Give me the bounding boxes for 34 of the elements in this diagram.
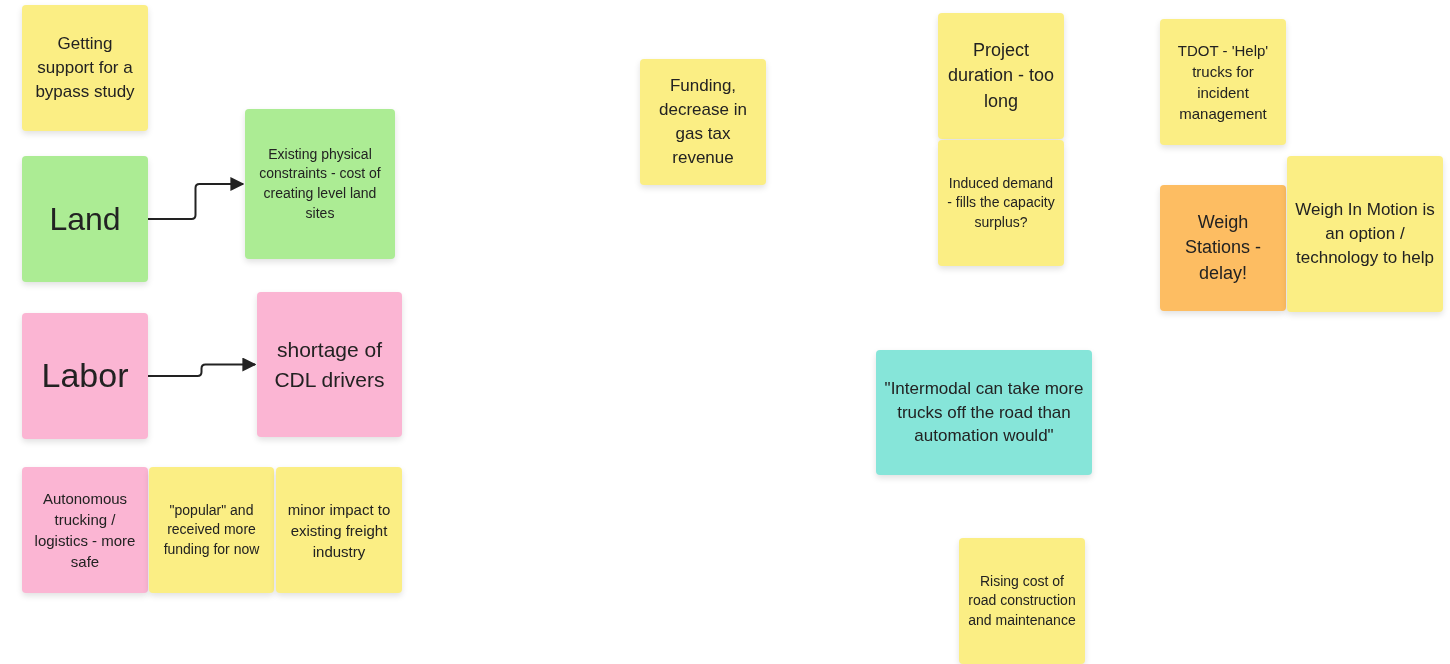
note-text: Existing physical constraints - cost of creating level land sites: [258, 144, 382, 223]
topic-note: [22, 313, 148, 439]
note-text: Weigh In Motion is an option / technology to help: [1295, 199, 1435, 269]
note-text: Induced demand - fills the capacity surplus?: [946, 173, 1056, 232]
sticky-note: [938, 13, 1064, 139]
note-text: "Intermodal can take more trucks off the road than automation would": [884, 377, 1084, 448]
note-text: Labor: [41, 355, 129, 397]
note-text: Land: [49, 199, 121, 239]
sticky-note: [22, 467, 148, 593]
arrow: [147, 357, 257, 377]
sticky-note: [1160, 19, 1286, 145]
sticky-note: [276, 467, 402, 593]
sticky-note: [876, 350, 1092, 475]
note-text: TDOT - 'Help' trucks for incident management: [1176, 41, 1270, 124]
note-text: Autonomous trucking / logistics - more safe: [33, 489, 137, 572]
sticky-note: [22, 5, 148, 131]
arrow: [147, 177, 245, 220]
sticky-note: [1287, 156, 1443, 312]
note-text: shortage of CDL drivers: [273, 337, 386, 393]
sticky-note: [938, 140, 1064, 266]
note-text: Rising cost of road construction and maintenance: [967, 571, 1077, 630]
sticky-note: [959, 538, 1085, 664]
note-text: Getting support for a bypass study: [34, 33, 136, 103]
topic-note: [22, 156, 148, 282]
sticky-note: [1160, 185, 1286, 311]
note-text: Funding, decrease in gas tax revenue: [658, 75, 748, 169]
sticky-note: [149, 467, 274, 593]
note-text: minor impact to existing freight industry: [286, 499, 392, 562]
sticky-note: [257, 292, 402, 437]
note-text: Project duration - too long: [946, 39, 1056, 113]
sticky-note: [245, 109, 395, 259]
note-text: "popular" and received more funding for now: [162, 500, 261, 559]
note-text: Weigh Stations - delay!: [1183, 211, 1262, 285]
sticky-note: [640, 59, 766, 185]
